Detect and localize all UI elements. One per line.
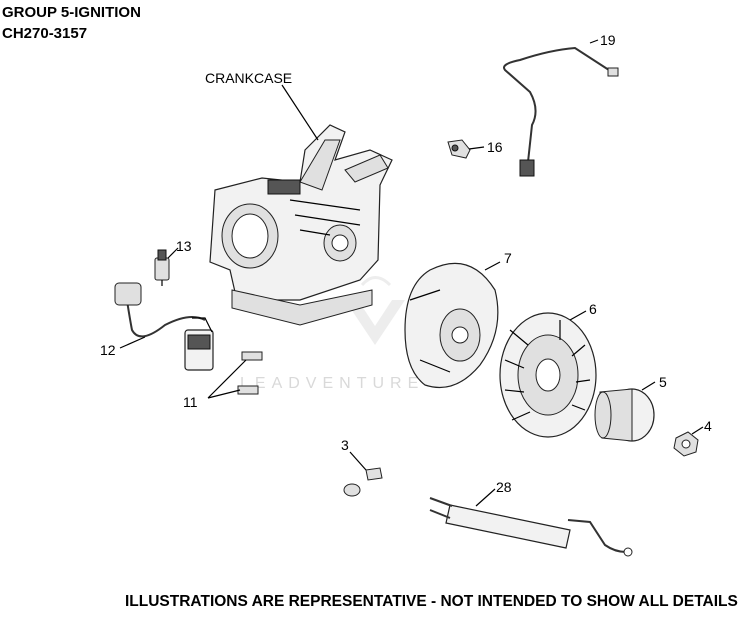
leader-6	[569, 310, 587, 321]
model-code: CH270-3157	[2, 25, 88, 42]
ignition-coil-part-12	[114, 282, 214, 371]
screw-part-3	[343, 467, 383, 497]
spark-plug-part-13	[154, 249, 170, 286]
wire-harness-part-19	[503, 46, 619, 177]
leader-12	[119, 336, 146, 349]
leader-7	[484, 261, 501, 271]
leader-5	[641, 381, 656, 391]
watermark-text: LEADVENTURE	[240, 375, 424, 392]
flywheel-part-7	[404, 262, 499, 389]
leader-4	[691, 426, 704, 435]
callout-4: 4	[704, 418, 712, 434]
leader-19	[589, 39, 599, 44]
callout-11: 11	[183, 394, 198, 410]
callout-crankcase: CRANKCASE	[205, 70, 293, 86]
condenser-part-28	[429, 497, 633, 557]
leader-28	[475, 488, 496, 507]
leader-16	[468, 146, 485, 150]
leader-crankcase	[281, 84, 319, 141]
callout-7: 7	[504, 250, 512, 266]
leader-3	[349, 451, 367, 471]
callout-13: 13	[176, 238, 192, 254]
callout-5: 5	[659, 374, 667, 390]
nut-part-4	[673, 431, 699, 457]
clip-part-16	[447, 139, 471, 159]
callout-28: 28	[496, 479, 512, 495]
callout-12: 12	[100, 342, 116, 358]
crankcase-part	[209, 124, 393, 326]
callout-19: 19	[600, 32, 616, 48]
callout-3: 3	[341, 437, 349, 453]
fan-part-6	[499, 312, 597, 438]
bolts-part-11	[237, 351, 263, 395]
leader-11	[207, 359, 247, 399]
callout-6: 6	[589, 301, 597, 317]
leader-13	[167, 247, 179, 259]
callout-16: 16	[487, 139, 503, 155]
footer-disclaimer: ILLUSTRATIONS ARE REPRESENTATIVE - NOT I…	[125, 593, 738, 610]
starter-cup-part-5	[594, 388, 655, 442]
watermark-logo	[345, 276, 405, 345]
group-title: GROUP 5-IGNITION	[2, 4, 141, 21]
